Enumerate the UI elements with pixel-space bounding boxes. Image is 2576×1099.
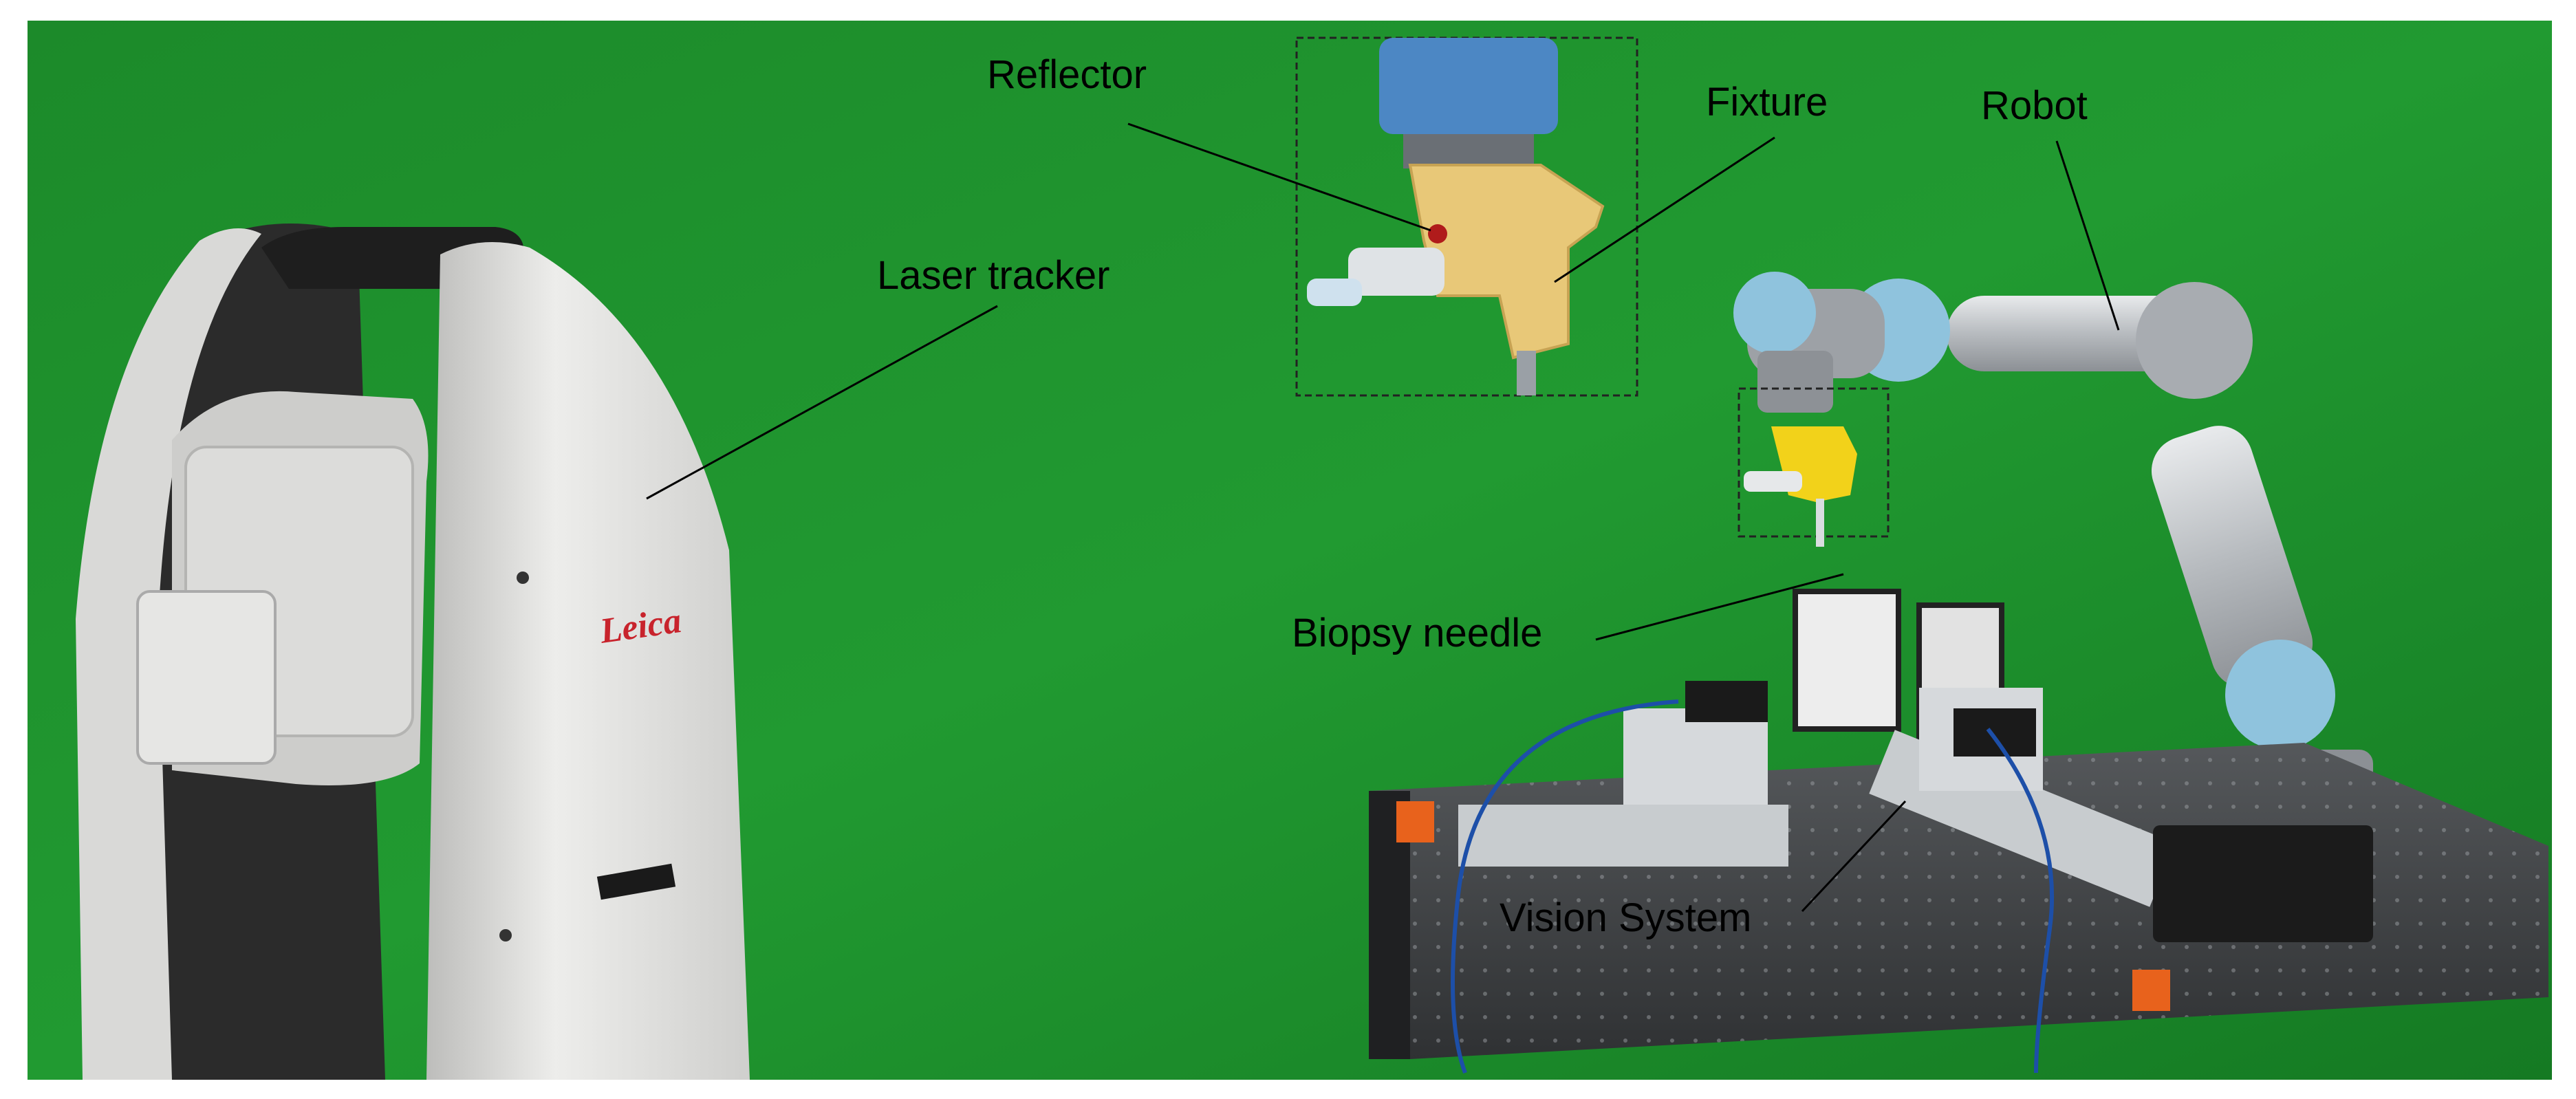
tracker-left-shell xyxy=(76,228,261,1080)
laser-tracker: Leica xyxy=(76,224,750,1080)
reflector-ball xyxy=(1428,224,1447,243)
orange-clamp-left xyxy=(1396,801,1434,842)
right-camera xyxy=(1953,708,2036,757)
robot-elbow-joint xyxy=(2136,282,2253,399)
label-laser-tracker: Laser tracker xyxy=(877,253,1110,298)
leader-fixture xyxy=(1554,136,1775,283)
label-robot: Robot xyxy=(1981,83,2088,128)
robot-wrist-joint xyxy=(2225,640,2335,750)
tool-flange-ring xyxy=(1403,134,1534,168)
robot-forearm-lower xyxy=(2151,426,2313,688)
tracker-screw-1 xyxy=(517,572,529,584)
needle-shaft xyxy=(1517,351,1536,395)
left-camera-mount xyxy=(1623,708,1768,805)
zoomed-end-effector xyxy=(1307,38,1605,395)
label-biopsy-needle: Biopsy needle xyxy=(1292,611,1543,655)
blue-cable-2 xyxy=(1986,728,2055,1074)
leader-robot xyxy=(2055,140,2120,331)
tracker-badge xyxy=(596,863,676,900)
left-camera xyxy=(1685,681,1768,722)
tracker-head-plate xyxy=(136,590,277,765)
orange-clamp-right xyxy=(2132,970,2170,1011)
robot-arm xyxy=(1733,272,2373,812)
vision-system xyxy=(1451,589,2373,1074)
leader-biopsy-needle xyxy=(1595,573,1844,641)
leader-lines xyxy=(646,122,2120,913)
controller-box xyxy=(2153,825,2373,942)
reflector-knob xyxy=(1307,279,1362,306)
left-linear-stage xyxy=(1458,805,1788,867)
label-fixture: Fixture xyxy=(1706,80,1828,124)
calibration-board-left xyxy=(1793,589,1901,732)
biopsy-needle-shaft xyxy=(1816,499,1824,547)
reflector-holder xyxy=(1348,248,1444,296)
tool-flange xyxy=(1379,38,1558,134)
tracker-screw-2 xyxy=(499,929,512,942)
label-reflector: Reflector xyxy=(987,52,1147,97)
small-inset-frame xyxy=(1738,387,1890,538)
label-vision-system: Vision System xyxy=(1500,895,1752,940)
robot-end-cap xyxy=(1733,272,1816,354)
leader-reflector xyxy=(1127,122,1431,232)
blue-cable-1 xyxy=(1451,699,1679,1074)
leader-vision-system xyxy=(1801,800,1907,913)
small-reflector-holder xyxy=(1744,471,1802,492)
robot-tool-flange xyxy=(1757,351,1833,413)
leader-laser-tracker xyxy=(646,305,998,500)
